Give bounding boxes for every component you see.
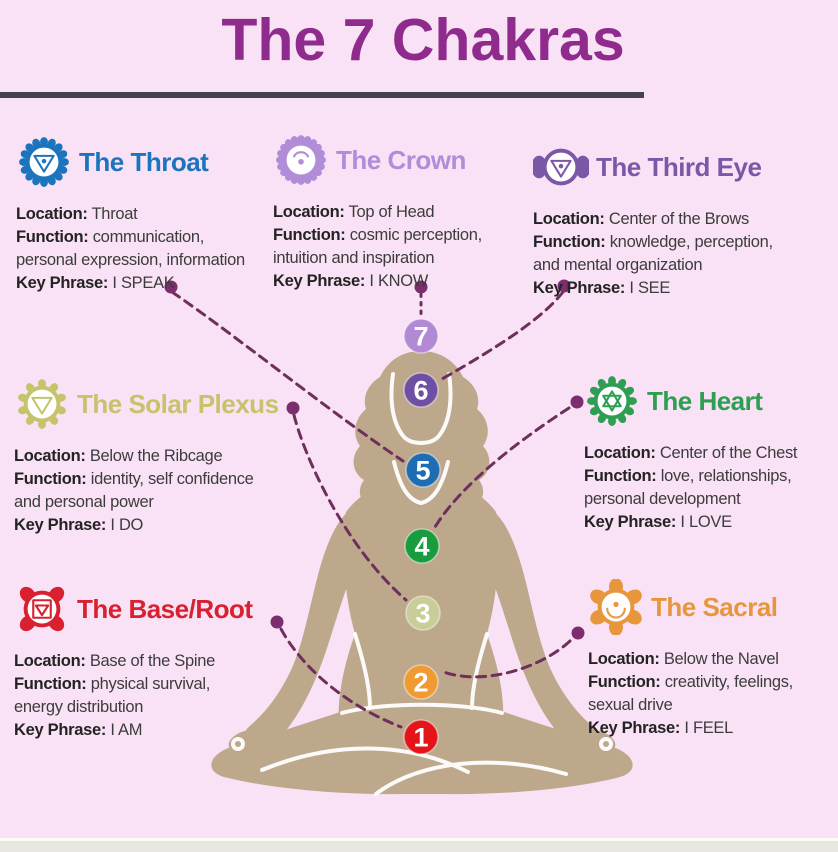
solar-plexus-chakra-icon	[14, 376, 70, 432]
chakra-title-solar-plexus: The Solar Plexus	[77, 388, 279, 419]
throat-chakra-icon	[16, 134, 72, 190]
chakra-title-sacral: The Sacral	[651, 591, 778, 622]
chakra-title-third-eye: The Third Eye	[596, 151, 762, 182]
chakra-point-1: 1	[403, 719, 439, 755]
chakra-point-4: 4	[404, 528, 440, 564]
crown-chakra-icon	[273, 132, 329, 188]
chakra-header-solar-plexus: The Solar Plexus	[14, 376, 279, 432]
chakra-point-5: 5	[405, 452, 441, 488]
chakra-title-crown: The Crown	[336, 144, 466, 175]
connector-dot	[270, 615, 284, 629]
figure-torso	[338, 477, 504, 728]
connector-base-root	[279, 627, 403, 729]
svg-text:7: 7	[413, 322, 428, 352]
figure-arm-right	[482, 508, 602, 751]
figure-arm-left	[240, 508, 360, 751]
svg-text:5: 5	[415, 456, 430, 486]
chakra-header-third-eye: The Third Eye	[533, 139, 773, 195]
chakra-point-2: 2	[403, 664, 439, 700]
chakra-number-markers: 7 6 5 4 3 2 1	[403, 318, 441, 755]
svg-text:1: 1	[413, 723, 428, 753]
page-title: The 7 Chakras	[221, 7, 625, 73]
chakra-header-sacral: The Sacral	[588, 579, 793, 635]
svg-text:3: 3	[415, 599, 430, 629]
chakra-header-heart: The Heart	[584, 373, 797, 429]
chakra-point-6: 6	[403, 372, 439, 408]
connector-third-eye	[440, 290, 565, 381]
heart-chakra-icon	[584, 373, 640, 429]
chakra-point-3: 3	[405, 595, 441, 631]
chakra-block-solar-plexus: The Solar Plexus Location: Below the Rib…	[14, 376, 279, 537]
base-root-chakra-icon	[14, 581, 70, 637]
figure-hair-lock-left	[351, 470, 384, 568]
svg-text:6: 6	[413, 376, 428, 406]
chakra-header-base-root: The Base/Root	[14, 581, 253, 637]
title-underline	[0, 92, 644, 98]
chakra-header-throat: The Throat	[16, 134, 245, 190]
figure-hair	[353, 351, 490, 529]
chakra-point-7: 7	[403, 318, 439, 354]
svg-text:2: 2	[413, 668, 428, 698]
chakra-block-base-root: The Base/Root Location: Base of the Spin…	[14, 581, 253, 742]
chakra-title-base-root: The Base/Root	[77, 593, 253, 624]
connector-heart	[433, 406, 571, 529]
figure-contours	[231, 372, 613, 796]
connector-sacral	[439, 639, 572, 679]
connector-dot	[571, 626, 585, 640]
bottom-strip	[0, 838, 838, 852]
sacral-chakra-icon	[588, 579, 644, 635]
chakra-block-third-eye: The Third Eye Location: Center of the Br…	[533, 139, 773, 300]
third-eye-chakra-icon	[533, 139, 589, 195]
chakra-title-heart: The Heart	[647, 385, 763, 416]
svg-text:4: 4	[414, 532, 429, 562]
figure-legs	[211, 699, 633, 795]
chakra-title-throat: The Throat	[79, 146, 209, 177]
connector-dot	[286, 401, 300, 415]
figure-hair-lock-right	[458, 470, 491, 568]
chakra-header-crown: The Crown	[273, 132, 482, 188]
connector-solar-plexus	[292, 413, 408, 602]
connector-dot	[570, 395, 584, 409]
